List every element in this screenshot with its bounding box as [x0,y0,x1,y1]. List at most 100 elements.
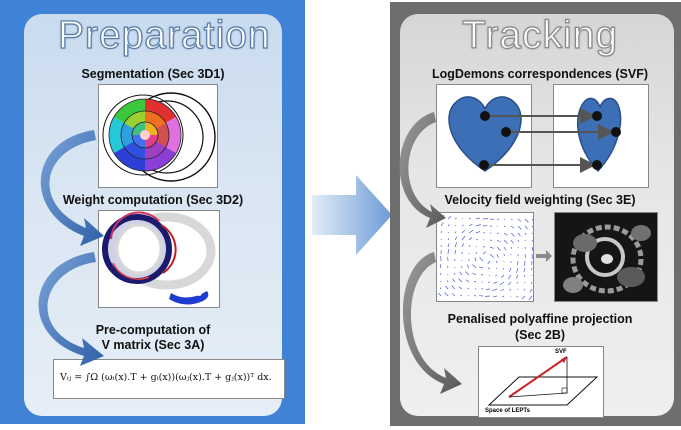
velocity-vector [489,246,494,249]
velocity-vector [517,218,522,222]
velocity-vector [503,246,507,251]
velocity-vector [531,218,533,221]
velocity-vector [510,246,513,250]
velocity-vector [461,224,464,227]
velocity-vector [440,245,442,248]
velocity-vector [460,294,463,297]
velocity-vector [524,281,526,284]
velocity-vector [531,239,533,242]
velocity-vector [461,235,466,241]
velocity-vector [439,287,442,290]
velocity-vector [454,231,457,234]
velocity-weighting-label: Velocity field weighting (Sec 3E) [444,193,636,207]
velocity-vector [468,217,471,220]
velocity-vector [517,239,520,242]
weight-computation-image [98,210,220,308]
projection-label-line2: (Sec 2B) [514,328,566,342]
velocity-vector [486,288,491,290]
velocity-vector [461,230,466,234]
velocity-vector [493,281,498,284]
velocity-vector [503,232,508,236]
velocity-vector [482,251,487,255]
velocity-vector [516,267,519,273]
velocity-vector [440,222,444,227]
velocity-vector [447,238,450,241]
velocity-vector [468,223,473,227]
velocity-vector [451,293,456,297]
velocity-vector [446,280,449,283]
velocity-vector [475,238,478,241]
velocity-vector [489,253,494,258]
velocity-field-image [436,212,534,302]
velocity-vector [495,274,498,277]
velocity-vector [468,245,471,248]
velocity-vector [473,280,477,283]
velocity-vector [451,285,456,290]
v-matrix-formula: Vᵢⱼ = ∫Ω (ωᵢ(x).T + gᵢ(x))(ωⱼ(x).T + gⱼ(… [60,372,272,383]
velocity-vector [521,295,526,300]
velocity-vector [454,236,458,241]
velocity-vector [475,224,481,227]
velocity-vector [530,281,533,284]
velocity-vector [524,232,527,235]
velocity-vector [458,286,463,290]
velocity-vector [523,288,526,291]
precomputation-label-line2: V matrix (Sec 3A) [101,338,205,352]
projection-image: SVF Space of LEPTs [478,346,604,418]
velocity-vector [478,266,484,269]
velocity-vector [447,248,449,255]
velocity-vector [472,264,477,269]
velocity-vector [479,257,484,262]
velocity-vector [515,274,519,279]
velocity-vector [531,225,533,228]
velocity-vector [503,225,506,228]
velocity-vector [474,257,477,262]
velocity-vector [509,288,512,291]
center-flow-arrow [312,175,392,255]
velocity-vector [461,218,464,220]
velocity-vector [447,243,450,248]
velocity-vector [496,246,501,251]
velocity-vector [507,274,512,280]
velocity-vector [452,278,456,283]
weight-computation-label: Weight computation (Sec 3D2) [62,193,244,207]
velocity-vector [510,232,515,237]
velocity-vector [507,281,512,286]
v-matrix-formula-box: Vᵢⱼ = ∫Ω (ωᵢ(x).T + gᵢ(x))(ωⱼ(x).T + gⱼ(… [53,359,285,399]
velocity-vector [454,225,456,227]
velocity-vector [458,278,463,283]
projection-label-line1: Penalised polyaffine projection [447,312,633,326]
velocity-vector [503,239,508,244]
velocity-vector [472,272,477,276]
velocity-vector [468,229,474,234]
velocity-vector [524,246,526,249]
velocity-vector [467,287,470,290]
velocity-vector [440,280,442,283]
velocity-vector [496,260,498,264]
velocity-vector [459,271,463,276]
velocity-vector [439,263,442,269]
velocity-vector [531,232,533,235]
velocity-vector [487,260,491,265]
velocity-vector [499,281,505,286]
velocity-vector [501,274,505,279]
velocity-vector [500,288,505,292]
logdemons-label: LogDemons correspondences (SVF) [431,67,648,81]
velocity-vector [475,252,478,255]
velocity-vector [475,246,477,248]
velocity-vector [492,288,498,292]
velocity-vector [447,215,452,220]
velocity-vector [531,246,533,251]
velocity-vector [523,267,526,272]
velocity-vector [510,218,513,221]
velocity-vector [454,249,456,255]
velocity-vector [440,214,445,220]
velocity-vector [502,267,505,270]
velocity-vector [487,267,491,270]
tracking-title: Tracking [461,13,619,57]
velocity-vector [493,295,498,298]
velocity-vector [438,292,442,297]
velocity-vector [474,295,477,297]
velocity-vector [516,281,519,284]
velocity-vector [510,225,515,229]
